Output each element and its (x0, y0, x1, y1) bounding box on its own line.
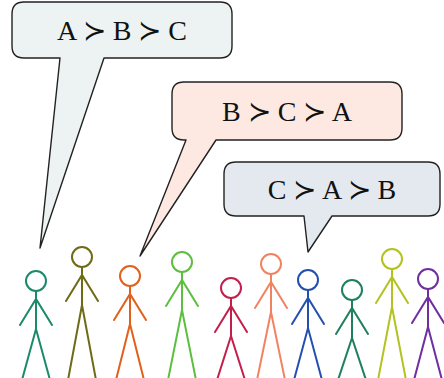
stick-figure (336, 280, 368, 378)
stick-figure (166, 252, 198, 378)
stick-figure (20, 271, 52, 378)
preference-order: B ≻ C ≻ A (172, 95, 402, 128)
stick-figure (215, 278, 247, 378)
stick-figure (376, 249, 408, 378)
stick-figure (255, 254, 287, 378)
stick-figure (114, 266, 146, 378)
preference-order: A ≻ B ≻ C (12, 14, 232, 47)
speech-bubble: B ≻ C ≻ A (172, 82, 402, 140)
stick-figure (292, 270, 324, 378)
speech-bubble: C ≻ A ≻ B (224, 162, 440, 216)
stick-figure (412, 269, 444, 378)
preference-order: C ≻ A ≻ B (224, 173, 440, 206)
speech-bubble: A ≻ B ≻ C (12, 2, 232, 58)
stick-figure (66, 247, 98, 378)
